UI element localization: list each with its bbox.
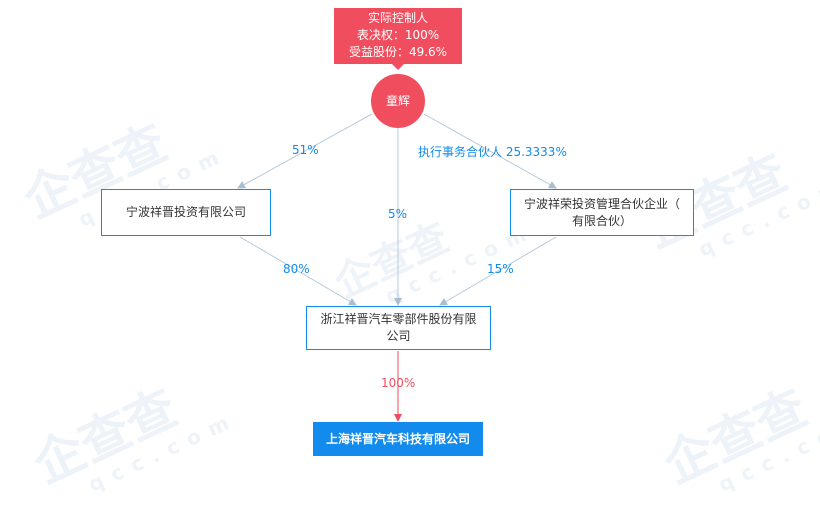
company-node-ningbo-xiangjin[interactable]: 宁波祥晋投资有限公司 [101,189,271,236]
target-company-name: 上海祥晋汽车科技有限公司 [325,431,470,446]
edge-ningbo-xiangjin-zhejiang [239,236,357,306]
actual-controller-callout: 实际控制人 表决权：100% 受益股份：49.6% [334,8,462,64]
edge-label-15: 15% [487,262,514,276]
company-node-ningbo-xiangrong[interactable]: 宁波祥荣投资管理合伙企业（ 有限合伙） [510,189,694,236]
beneficial-shares: 受益股份：49.6% [348,45,448,59]
relationship-edges [237,113,557,422]
controller-title: 实际控制人 [367,11,428,25]
edge-label-100: 100% [381,376,416,390]
company-name-line1: 浙江祥晋汽车零部件股份有限 [320,312,477,326]
edge-label-80: 80% [283,262,310,276]
company-node-zhejiang-xiangjin[interactable]: 浙江祥晋汽车零部件股份有限 公司 [306,306,491,350]
target-company-node[interactable]: 上海祥晋汽车科技有限公司 [313,422,483,456]
company-name-line2: 公司 [386,329,411,343]
company-name-line1: 宁波祥荣投资管理合伙企业（ [523,196,680,211]
edge-label-5: 5% [388,207,408,221]
edge-tonghui-ningbo-xiangrong [423,113,557,189]
edge-label-51: 51% [292,143,319,157]
edge-label-executive-partner: 执行事务合伙人 25.3333% [418,145,567,159]
callout-pointer [392,64,404,70]
person-node-tonghui[interactable]: 童辉 [371,74,425,128]
edge-ningbo-xiangrong-zhejiang [439,236,557,306]
voting-rights: 表决权：100% [356,28,440,42]
edge-tonghui-ningbo-xiangjin [237,113,373,189]
company-name-line2: 有限合伙） [571,213,632,228]
company-name: 宁波祥晋投资有限公司 [125,205,246,219]
